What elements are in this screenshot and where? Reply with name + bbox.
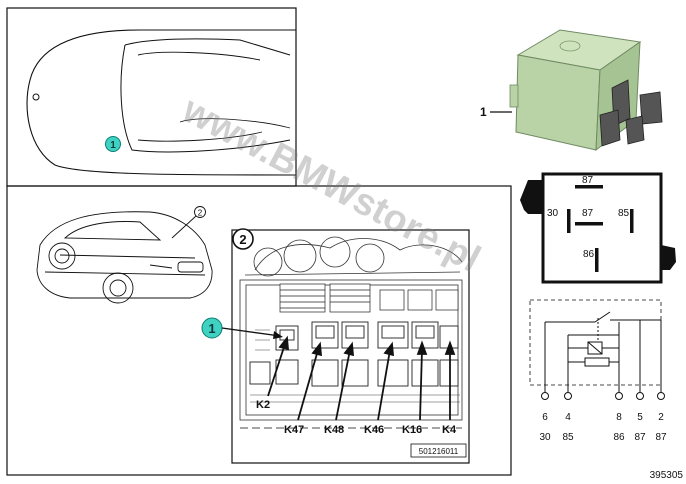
callout-badge-fusebox: 1: [201, 317, 223, 339]
relay-schematic: 6 4 8 5 2 30 85 86 87 87: [529, 299, 667, 443]
schematic-pin-numbers: 6 4 8 5 2: [542, 412, 664, 423]
svg-text:6: 6: [542, 412, 548, 423]
callout-badge-topview: 1: [105, 136, 121, 152]
face-pin-87-mid: 87: [582, 208, 594, 219]
svg-text:2: 2: [658, 412, 664, 423]
label-k48: K48: [324, 424, 344, 436]
fusebox-detail: 2: [201, 228, 470, 464]
fusebox-k-labels: K2 K47 K48 K46 K16 K4: [256, 399, 457, 436]
face-pin-85: 85: [618, 208, 630, 219]
svg-text:1: 1: [208, 321, 215, 336]
label-k47: K47: [284, 424, 304, 436]
main-panel: 2 2: [6, 185, 512, 476]
car-perspective-illustration: [36, 211, 213, 304]
svg-text:5: 5: [637, 412, 643, 423]
face-pin-30: 30: [547, 208, 559, 219]
svg-text:8: 8: [616, 412, 622, 423]
label-k16: K16: [402, 424, 422, 436]
svg-text:85: 85: [562, 432, 574, 443]
car-topview-outline: [26, 29, 297, 176]
fusebox-part-code: 501216011: [410, 443, 467, 458]
svg-text:1: 1: [110, 140, 116, 151]
svg-text:87: 87: [634, 432, 646, 443]
relay-illustration: 1: [480, 29, 663, 152]
svg-text:86: 86: [613, 432, 625, 443]
callout-badge-carview: 2: [194, 206, 206, 218]
schematic-terminal-codes: 30 85 86 87 87: [539, 432, 667, 443]
svg-text:30: 30: [539, 432, 551, 443]
svg-text:2: 2: [239, 232, 246, 247]
figure-id: 395305: [650, 470, 684, 481]
label-k2: K2: [256, 399, 270, 411]
svg-text:2: 2: [198, 209, 203, 218]
svg-text:4: 4: [565, 412, 571, 423]
label-k4: K4: [442, 424, 457, 436]
fusebox-tag: 2: [232, 228, 254, 250]
svg-text:501216011: 501216011: [419, 447, 459, 456]
face-pin-86: 86: [583, 249, 595, 260]
relay-callout: 1: [480, 105, 487, 119]
label-k46: K46: [364, 424, 384, 436]
svg-text:87: 87: [655, 432, 667, 443]
face-pin-87-top: 87: [582, 175, 594, 186]
relay-face-pinout: 87 30 87 85 86: [520, 172, 676, 284]
